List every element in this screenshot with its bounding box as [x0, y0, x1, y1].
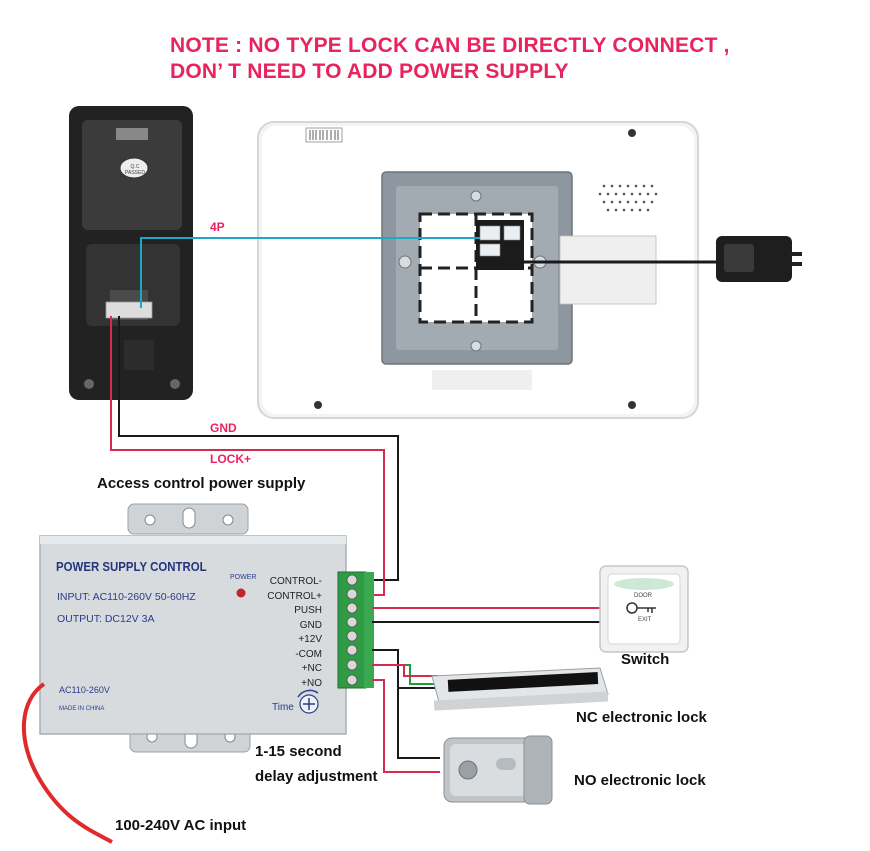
4p-label: 4P — [210, 220, 225, 234]
exit-button-exit-text: EXIT — [638, 617, 652, 623]
terminal-no: +NO — [301, 677, 322, 689]
terminal-control-minus: CONTROL- — [269, 576, 322, 587]
nc-wire-red — [372, 664, 438, 677]
power-supply-box — [39, 503, 347, 753]
terminal-12v: +12V — [298, 634, 322, 645]
nc-lock-label: NC electronic lock — [576, 709, 707, 726]
note-line-1: NOTE : NO TYPE LOCK CAN BE DIRECTLY CONN… — [170, 34, 730, 57]
gnd-wire — [118, 316, 399, 581]
terminal-block — [337, 571, 374, 689]
terminal-labels: CONTROL- CONTROL+ PUSH GND +12V -COM +NC… — [252, 575, 322, 691]
no-electric-lock — [443, 735, 553, 805]
speaker-grill-icon — [598, 184, 658, 212]
warning-note: NOTE : NO TYPE LOCK CAN BE DIRECTLY CONN… — [170, 33, 730, 85]
note-line-2: DON’ T NEED TO ADD POWER SUPPLY — [170, 60, 569, 83]
psu-output-spec: OUTPUT: DC12V 3A — [57, 613, 155, 625]
psu-made-label: MADE IN CHINA — [59, 706, 105, 712]
exit-button-switch — [599, 565, 689, 653]
switch-label: Switch — [621, 651, 670, 668]
access-power-label: Access control power supply — [97, 475, 306, 492]
terminal-push: PUSH — [294, 605, 322, 616]
terminal-control-plus: CONTROL+ — [267, 590, 322, 602]
doorbell-qc-sticker: Q.C PASSED — [125, 164, 145, 176]
outdoor-doorbell — [69, 106, 193, 400]
terminal-com: -COM — [295, 648, 322, 660]
gnd-label: GND — [210, 421, 237, 435]
power-adapter-icon — [524, 236, 802, 282]
psu-time-label: Time — [272, 702, 294, 713]
nc-wire-black — [372, 649, 438, 689]
no-wire-red — [372, 679, 440, 773]
psu-title: POWER SUPPLY CONTROL — [56, 559, 207, 574]
psu-power-led-label: POWER — [230, 574, 257, 581]
no-lock-label: NO electronic lock — [574, 772, 706, 789]
lock-plus-label: LOCK+ — [210, 452, 252, 466]
delay-label-line-1: 1-15 second — [255, 743, 342, 760]
ac-input-label: 100-240V AC input — [115, 817, 247, 834]
4p-wire — [140, 237, 480, 308]
lock-plus-wire — [110, 316, 385, 596]
psu-input-spec: INPUT: AC110-260V 50-60HZ — [57, 591, 196, 603]
terminal-gnd: GND — [299, 619, 322, 631]
ac-input-cable — [21, 682, 113, 844]
indoor-monitor — [257, 121, 699, 419]
terminal-nc: +NC — [301, 663, 322, 674]
delay-label-line-2: delay adjustment — [255, 768, 378, 785]
key-icon — [626, 602, 656, 614]
no-wire-black — [397, 688, 440, 759]
exit-button-door-text: DOOR — [634, 593, 652, 599]
nc-magnetic-lock — [431, 667, 609, 711]
psu-ac-label: AC110-260V — [59, 685, 110, 695]
